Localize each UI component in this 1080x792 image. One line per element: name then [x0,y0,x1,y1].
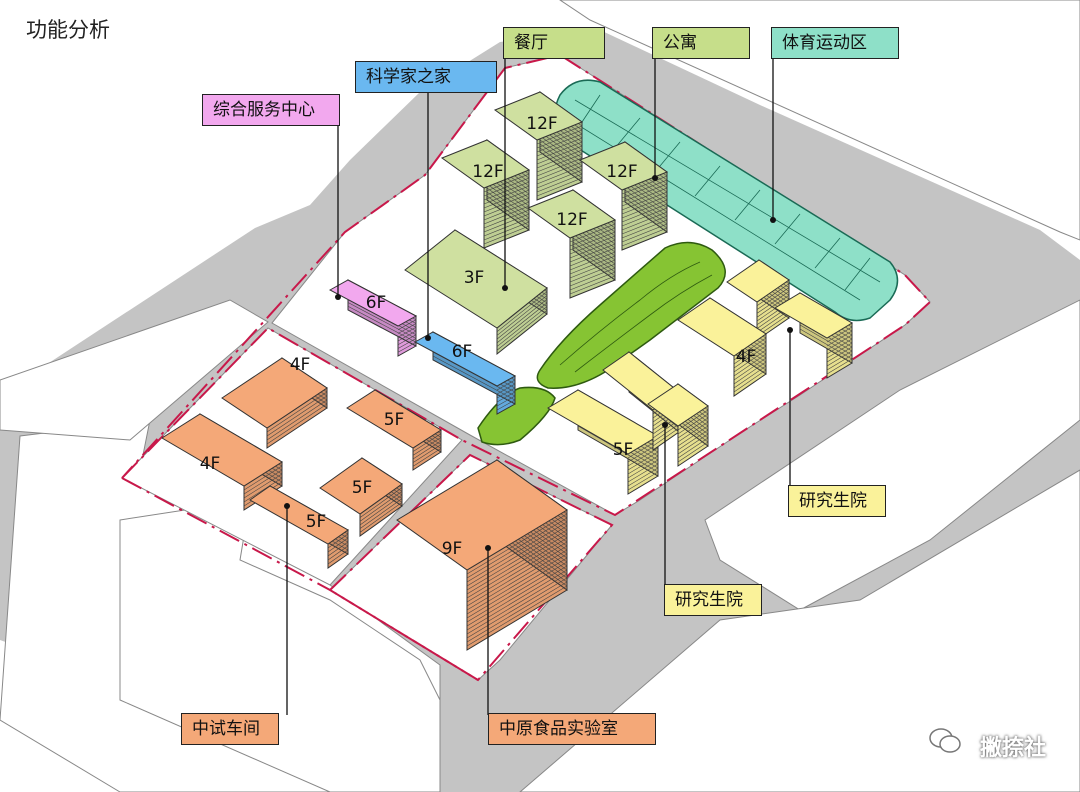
floor-label-canteen: 3F [463,268,485,288]
label-service-center: 综合服务中心 [202,94,340,126]
institute-east-north [726,259,790,341]
floor-label-tower-b: 12F [472,162,504,182]
wechat-icon [929,728,961,753]
workshop-east [346,389,442,471]
watermark: 撇捺社 [979,736,1046,761]
floor-label-workshop-south: 5F [305,512,327,532]
workshop-south [249,485,349,569]
leader-dots [284,175,793,551]
floor-label-workshop-north: 4F [289,355,311,375]
floor-label-workshop-southeast: 5F [351,478,373,498]
institute-south-west [547,389,659,495]
buildings [161,91,853,651]
tower-a [493,91,584,201]
label-research-institute-east: 研究生院 [788,485,886,517]
tower-b [440,139,531,249]
floor-label-food-lab: 9F [441,539,463,559]
workshop-north [221,357,328,449]
label-research-institute-south: 研究生院 [664,584,762,616]
label-test-workshop: 中试车间 [181,713,279,745]
scientist-home-building [413,331,517,415]
floor-label-tower-a: 12F [526,114,558,134]
canteen-building [404,229,548,356]
floor-label-tower-d: 12F [556,210,588,230]
label-scientist-home: 科学家之家 [355,61,497,93]
floor-label-institute-south: 5F [612,440,634,460]
floor-label-institute-east: 4F [735,347,757,367]
label-sports-zone: 体育运动区 [771,27,899,59]
food-lab-building [396,459,568,651]
service-center-building [328,279,418,357]
institute-east-west [677,297,767,397]
tower-d [526,189,617,299]
institute-east-east [774,292,853,379]
tower-c [578,141,669,251]
label-apartment: 公寓 [652,27,750,59]
label-food-lab: 中原食品实验室 [488,713,656,745]
institute-south-east [647,383,709,467]
floor-label-workshop-east: 5F [383,410,405,430]
floor-label-scientist-home: 6F [451,342,473,362]
floor-label-tower-c: 12F [606,162,638,182]
label-canteen: 餐厅 [503,27,605,59]
floor-label-workshop-west: 4F [199,454,221,474]
central-park [477,241,726,446]
workshop-southeast [319,457,403,537]
floor-label-service-center: 6F [365,293,387,313]
leader-lines [286,56,791,715]
diagram-title: 功能分析 [26,18,110,42]
